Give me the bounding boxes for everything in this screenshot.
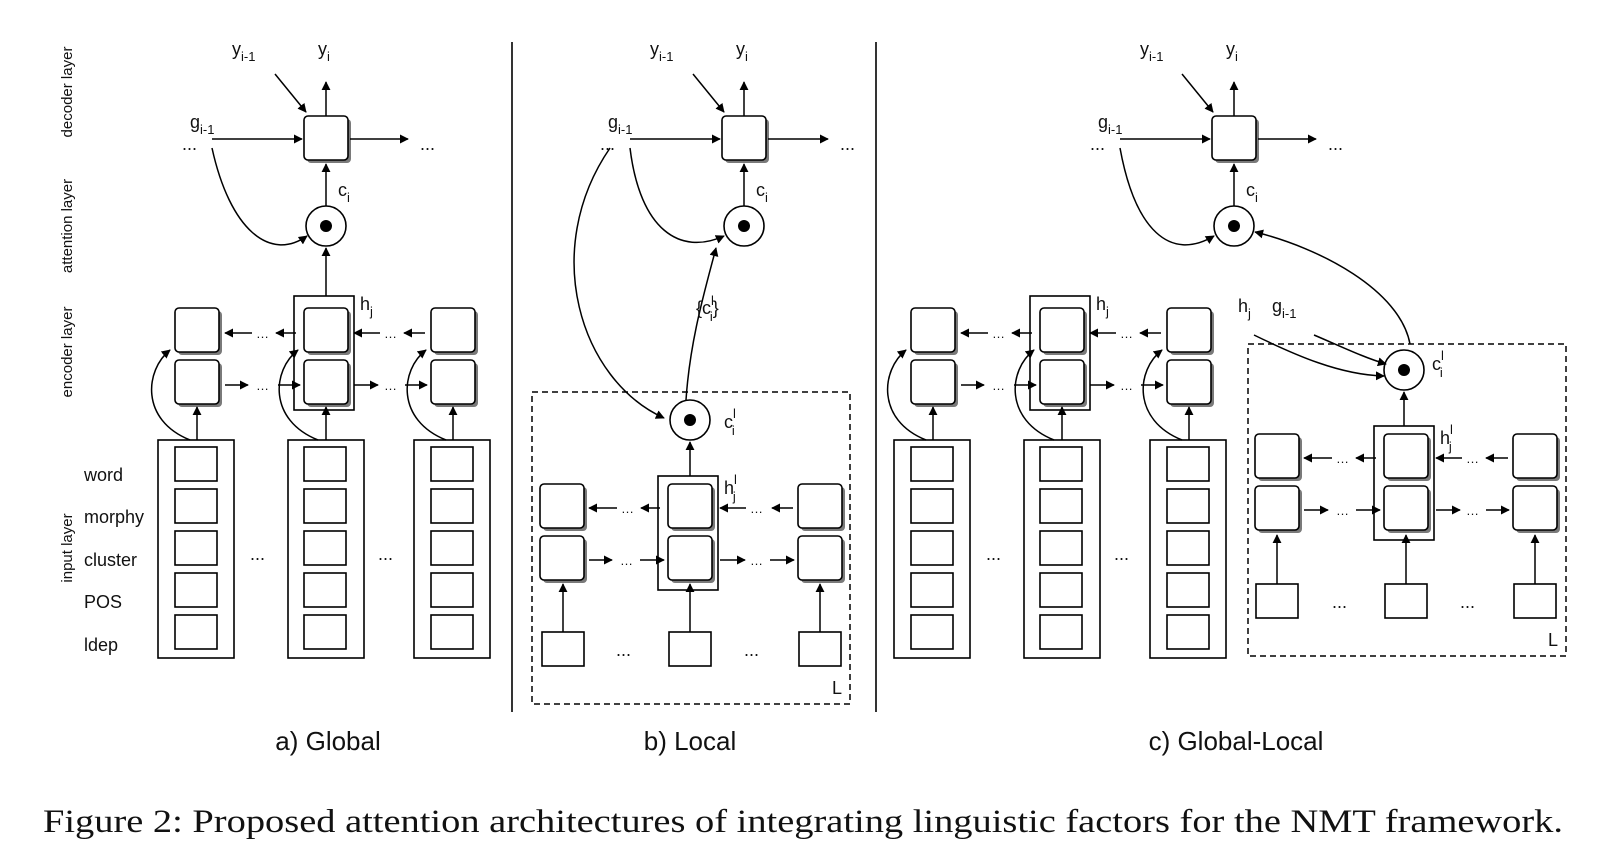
ellipsis: ... bbox=[1460, 592, 1475, 612]
input-column bbox=[287, 439, 365, 659]
ellipsis: … bbox=[992, 326, 1005, 341]
panel-title-global-local: c) Global-Local bbox=[1149, 726, 1324, 756]
context-label: ci bbox=[756, 180, 768, 205]
encoder-backward-cells bbox=[174, 307, 478, 355]
encoder-layer-label: encoder layer bbox=[59, 307, 76, 398]
local-attention-node bbox=[669, 399, 711, 441]
local-attention-box bbox=[531, 391, 851, 705]
input-column bbox=[1149, 439, 1227, 659]
input-layer-label: input layer bbox=[59, 513, 76, 582]
input-column bbox=[413, 439, 491, 659]
local-attention-box bbox=[1247, 343, 1567, 657]
figure-caption: Figure 2: Proposed attention architectur… bbox=[43, 804, 1563, 840]
attention-node bbox=[723, 205, 765, 247]
layer-labels: decoder layer attention layer encoder la… bbox=[59, 47, 76, 583]
encoder-forward-cells bbox=[1254, 485, 1560, 533]
encoder-backward-cells bbox=[910, 307, 1214, 355]
ellipsis: ... bbox=[250, 544, 265, 564]
ellipsis: ... bbox=[600, 134, 615, 154]
ellipsis: … bbox=[1466, 503, 1479, 518]
ellipsis: … bbox=[1336, 451, 1349, 466]
ellipsis: ... bbox=[744, 640, 759, 660]
ellipsis: … bbox=[620, 553, 633, 568]
encoder-forward-cells bbox=[910, 359, 1214, 407]
factor-label-morphy: morphy bbox=[84, 507, 144, 527]
g-prev-label: gi-1 bbox=[1098, 112, 1122, 137]
decoder-cell bbox=[1211, 115, 1259, 163]
y-label: yi bbox=[318, 39, 330, 64]
local-input-cells bbox=[1255, 583, 1557, 619]
ellipsis: ... bbox=[1328, 134, 1343, 154]
decoder-cell bbox=[303, 115, 351, 163]
L-label: L bbox=[1548, 630, 1558, 650]
ellipsis: ... bbox=[420, 134, 435, 154]
y-label: yi bbox=[1226, 39, 1238, 64]
decoder-layer-label: decoder layer bbox=[59, 47, 76, 138]
input-column bbox=[157, 439, 235, 659]
ellipsis: ... bbox=[840, 134, 855, 154]
ellipsis: … bbox=[256, 326, 269, 341]
y-prev-label: yi-1 bbox=[650, 39, 673, 64]
hj-label: hj bbox=[1096, 294, 1109, 319]
ellipsis: … bbox=[750, 553, 763, 568]
factor-labels: word morphy cluster POS ldep bbox=[83, 465, 144, 655]
y-prev-label: yi-1 bbox=[1140, 39, 1163, 64]
encoder-backward-cells bbox=[539, 483, 845, 531]
ellipsis: … bbox=[384, 378, 397, 393]
encoder-backward-cells bbox=[1254, 433, 1560, 481]
g-prev-input-label: gi-1 bbox=[1272, 296, 1296, 321]
context-label: ci bbox=[338, 180, 350, 205]
y-label: yi bbox=[736, 39, 748, 64]
panel-title-local: b) Local bbox=[644, 726, 737, 756]
input-column bbox=[893, 439, 971, 659]
ellipsis: … bbox=[1466, 451, 1479, 466]
factor-label-cluster: cluster bbox=[84, 550, 137, 570]
attention-node bbox=[305, 205, 347, 247]
g-prev-label: gi-1 bbox=[608, 112, 632, 137]
factor-label-ldep: ldep bbox=[84, 635, 118, 655]
ellipsis: ... bbox=[1332, 592, 1347, 612]
ellipsis: … bbox=[750, 501, 763, 516]
ellipsis: … bbox=[384, 326, 397, 341]
g-prev-label: gi-1 bbox=[190, 112, 214, 137]
input-column bbox=[1023, 439, 1101, 659]
decoder-cell bbox=[721, 115, 769, 163]
L-label: L bbox=[832, 678, 842, 698]
ellipsis: … bbox=[1120, 326, 1133, 341]
panel-global: yi-1 yi gi-1 ... ... ci hj … bbox=[150, 39, 491, 659]
ellipsis: ... bbox=[986, 544, 1001, 564]
ellipsis: ... bbox=[1090, 134, 1105, 154]
attention-node bbox=[1213, 205, 1255, 247]
context-label: ci bbox=[1246, 180, 1258, 205]
panel-title-global: a) Global bbox=[275, 726, 381, 756]
ellipsis: … bbox=[1336, 503, 1349, 518]
ellipsis: … bbox=[256, 378, 269, 393]
ellipsis: … bbox=[992, 378, 1005, 393]
hj-label: hj bbox=[360, 294, 373, 319]
ellipsis: ... bbox=[616, 640, 631, 660]
y-prev-label: yi-1 bbox=[232, 39, 255, 64]
local-attention-node bbox=[1383, 349, 1425, 391]
factor-label-pos: POS bbox=[84, 592, 122, 612]
panel-global-local: yi-1 yi gi-1 ... ... ci hj … … bbox=[886, 39, 1567, 659]
ellipsis: ... bbox=[1114, 544, 1129, 564]
local-input-cells bbox=[541, 631, 842, 667]
factor-label-word: word bbox=[83, 465, 123, 485]
encoder-forward-cells bbox=[174, 359, 478, 407]
hj-input-label: hj bbox=[1238, 296, 1251, 321]
encoder-forward-cells bbox=[539, 535, 845, 583]
ellipsis: … bbox=[1120, 378, 1133, 393]
ellipsis: ... bbox=[182, 134, 197, 154]
ellipsis: … bbox=[621, 501, 634, 516]
ellipsis: ... bbox=[378, 544, 393, 564]
attention-layer-label: attention layer bbox=[59, 179, 76, 273]
